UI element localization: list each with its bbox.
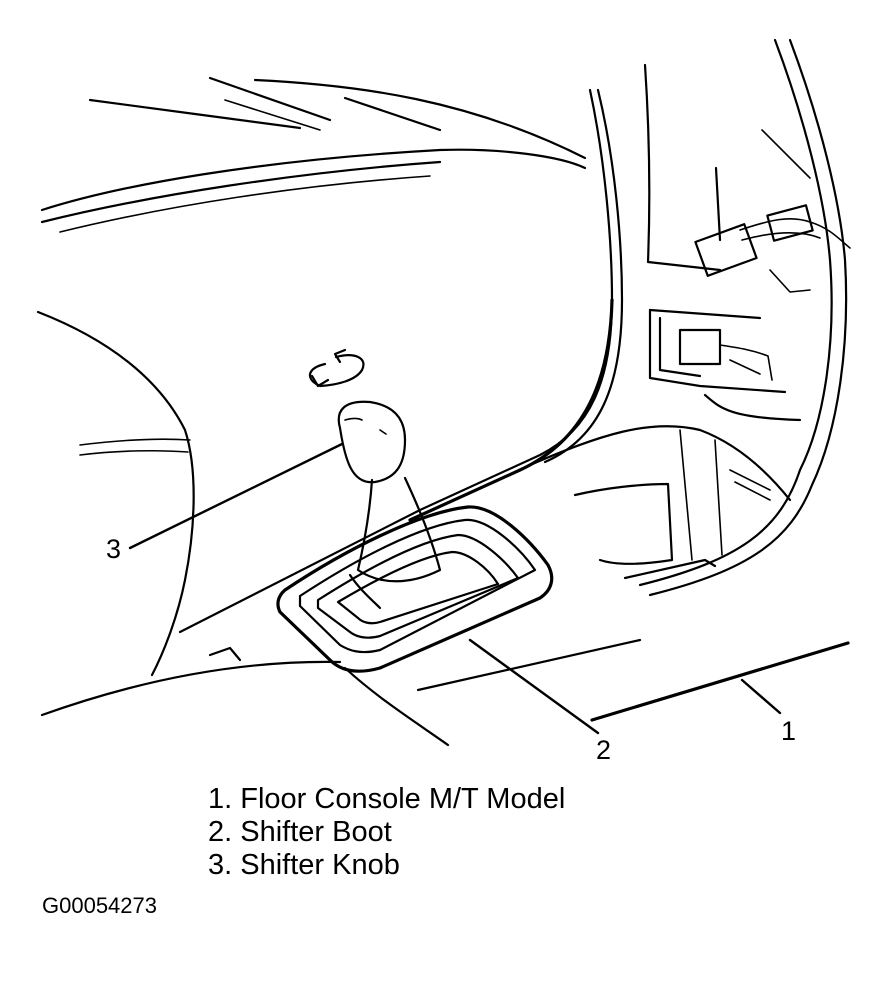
floor-console-outline bbox=[343, 638, 850, 747]
console-side-panel bbox=[178, 38, 848, 634]
shifter-boot bbox=[276, 505, 554, 673]
rotate-arrows-icon bbox=[308, 348, 365, 388]
leader-line-2 bbox=[468, 638, 600, 735]
leader-line-3 bbox=[128, 442, 344, 550]
leader-lines bbox=[128, 442, 782, 735]
figure-id: G00054273 bbox=[42, 893, 157, 918]
callout-1: 1 bbox=[781, 716, 797, 746]
leader-line-1 bbox=[740, 678, 782, 715]
wiring-connectors bbox=[648, 129, 851, 422]
dashboard-outline bbox=[40, 76, 587, 233]
legend-item-3: 3. Shifter Knob bbox=[208, 849, 400, 881]
callout-2: 2 bbox=[596, 735, 612, 765]
legend: 1. Floor Console M/T Model 2. Shifter Bo… bbox=[208, 783, 565, 882]
shifter-knob bbox=[337, 400, 442, 583]
callout-3: 3 bbox=[106, 534, 122, 564]
legend-item-1: 1. Floor Console M/T Model bbox=[208, 783, 566, 815]
console-pocket bbox=[528, 425, 792, 580]
legend-item-2: 2. Shifter Boot bbox=[208, 816, 392, 848]
seat-outline bbox=[36, 310, 342, 717]
